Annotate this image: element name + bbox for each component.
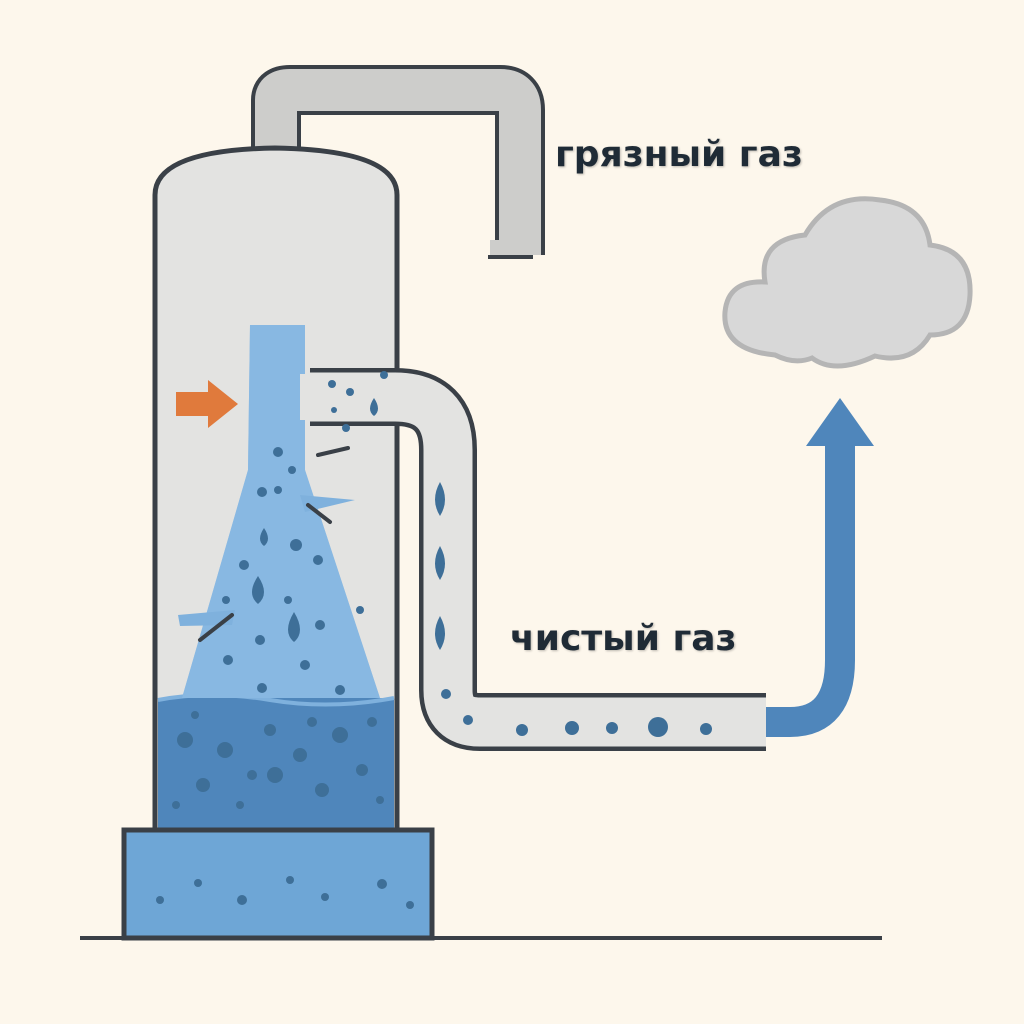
dirty-gas-pipe	[251, 65, 545, 259]
spray-droplets	[222, 447, 364, 695]
vessel-base	[121, 827, 435, 941]
orange-arrow-icon	[176, 380, 238, 428]
spray-nozzle	[178, 325, 380, 698]
blue-up-arrow-icon	[766, 398, 874, 737]
dirty-gas-label: грязный газ	[555, 134, 803, 175]
cloud-icon	[722, 196, 973, 369]
clean-gas-label: чистый газ	[510, 618, 737, 659]
water-pool	[158, 698, 394, 830]
pool-bubbles	[172, 711, 384, 809]
clean-gas-pipe	[300, 368, 766, 751]
